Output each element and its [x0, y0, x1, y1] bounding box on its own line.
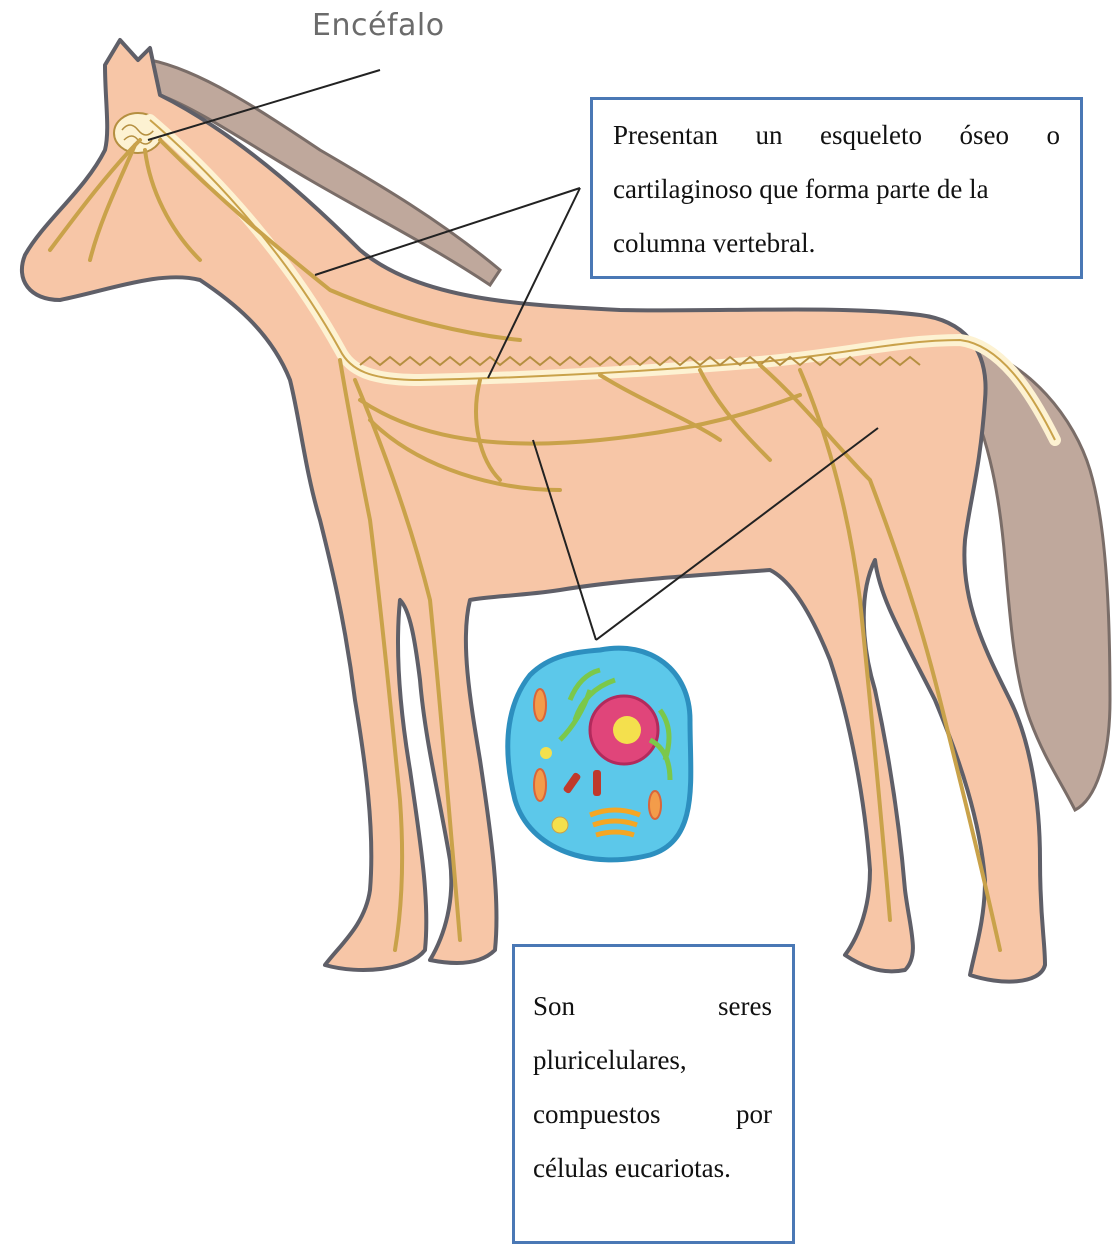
- cells-callout-word-compuestos: compuestos: [533, 1087, 661, 1141]
- cell-nucleolus: [613, 716, 641, 744]
- mitochondrion-2: [534, 769, 546, 801]
- mitochondrion-3: [649, 791, 661, 819]
- skeleton-callout-line-2: cartilaginoso que forma parte de la: [613, 162, 1060, 216]
- vesicle-2: [552, 817, 568, 833]
- skeleton-callout-line-1: Presentan un esqueleto óseo o: [613, 108, 1060, 162]
- skeleton-callout: Presentan un esqueleto óseo o cartilagin…: [590, 97, 1083, 279]
- animal-cell-illustration: [508, 648, 691, 860]
- vesicle-1: [540, 747, 552, 759]
- cells-callout-word-por: por: [736, 1087, 772, 1141]
- mitochondrion-1: [534, 689, 546, 721]
- cells-callout-line-1: Son seres: [533, 979, 772, 1033]
- cells-callout-line-2: pluricelulares,: [533, 1033, 772, 1087]
- cells-callout-word-son: Son: [533, 979, 575, 1033]
- cells-callout-line-4: células eucariotas.: [533, 1141, 772, 1195]
- centriole-2: [593, 770, 601, 796]
- brain-label: Encéfalo: [312, 8, 445, 43]
- skeleton-callout-line-3: columna vertebral.: [613, 216, 1060, 270]
- cells-callout-word-seres: seres: [718, 979, 772, 1033]
- cells-callout-line-3: compuestos por: [533, 1087, 772, 1141]
- cells-callout: Son seres pluricelulares, compuestos por…: [512, 944, 795, 1244]
